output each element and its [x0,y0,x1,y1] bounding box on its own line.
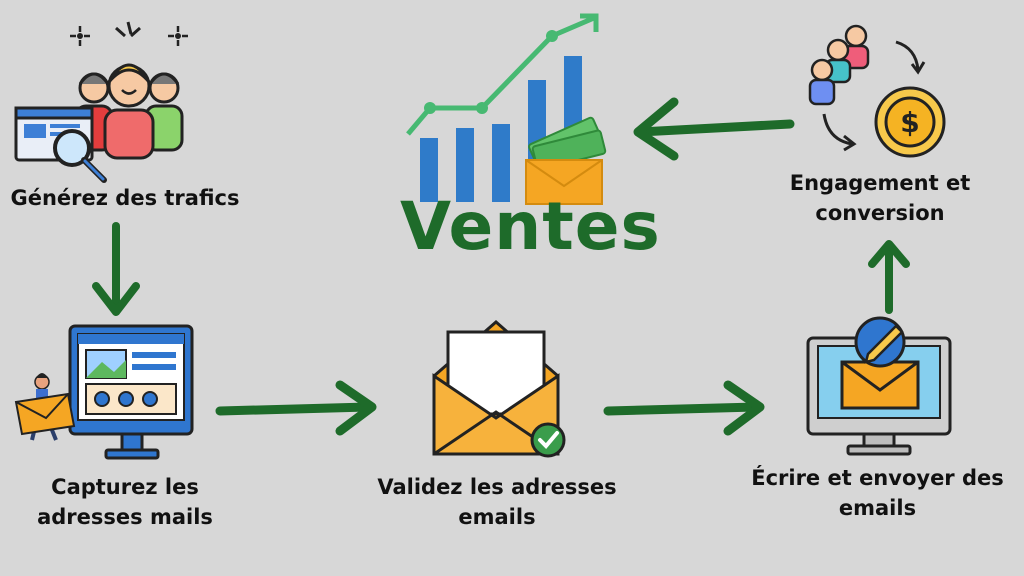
monitor-email-icon [804,314,954,460]
svg-text:$: $ [900,106,919,139]
arrow-down [86,222,146,322]
people-dollar-icon: $ [800,16,960,166]
arrow-right [602,377,772,441]
step-label-traffic: Générez des trafics [10,186,240,210]
monitor-form-icon [10,322,200,464]
arrow-right [214,377,384,441]
people-search-icon [10,14,210,184]
envelope-check-icon [430,312,570,464]
arrow-left [626,92,796,162]
sales-growth-icon [400,10,620,210]
step-label-capture: Capturez les adresses mails [37,475,213,529]
step-label-write: Écrire et envoyer des emails [751,466,1004,520]
step-label-validate: Validez les adresses emails [377,475,617,529]
page-title: Ventes [400,188,661,265]
step-label-engagement: Engagement et conversion [789,171,971,225]
arrow-up [862,236,916,316]
